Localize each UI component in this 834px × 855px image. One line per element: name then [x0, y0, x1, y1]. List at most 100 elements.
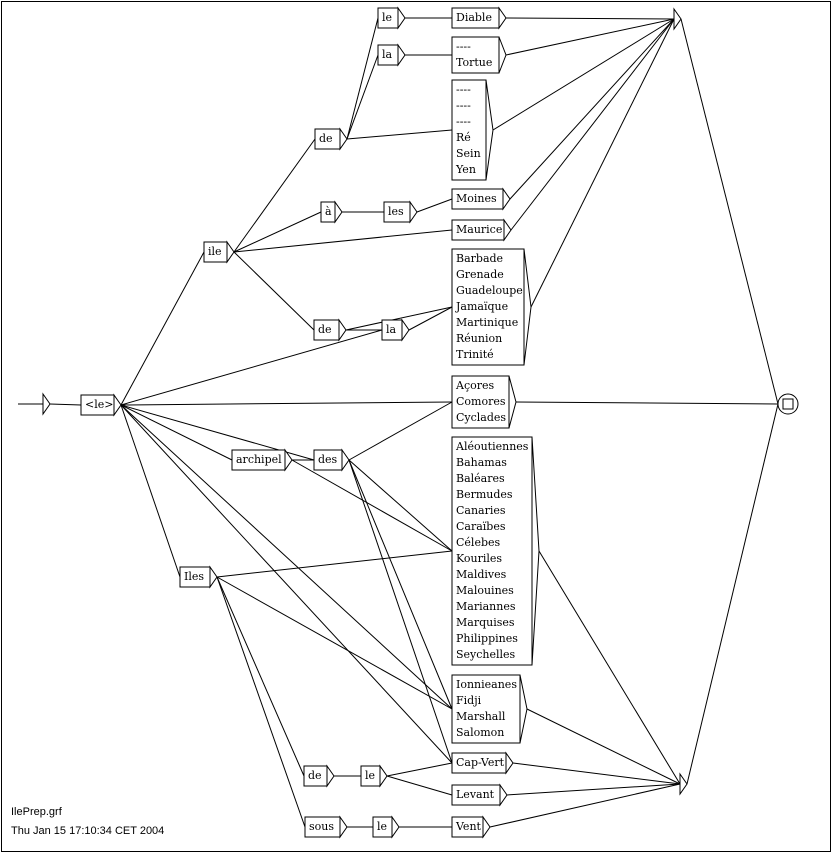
node-output-arrow — [498, 36, 507, 74]
node-label: Célebes — [456, 536, 501, 549]
node-label: Philippines — [456, 632, 518, 645]
graph-node-diable: Diable — [451, 6, 507, 30]
initial-state — [18, 392, 51, 416]
node-label: Aléoutiennes — [455, 440, 529, 453]
junction-bot — [679, 772, 688, 796]
graph-edge — [120, 404, 453, 764]
node-output-arrow — [113, 393, 122, 417]
graph-node-aleout: AléoutiennesBahamasBaléaresBermudesCanar… — [451, 436, 540, 666]
graph-edge — [120, 251, 205, 406]
graph-edge — [216, 576, 453, 710]
initial-state-arrow — [42, 392, 51, 416]
graph-node-archipel: archipel — [231, 448, 293, 472]
graph-node-de-mid: de — [313, 318, 347, 342]
node-label: Martinique — [456, 316, 518, 329]
graph-edge — [216, 550, 453, 578]
node-label: de — [319, 132, 333, 145]
node-output-arrow — [401, 318, 410, 342]
graph-edge — [686, 403, 779, 785]
node-output-arrow — [391, 815, 400, 839]
graph-edge — [506, 783, 681, 796]
node-box — [451, 674, 521, 744]
node-label: de — [318, 323, 332, 336]
node-box — [451, 436, 533, 666]
node-label: Fidji — [456, 694, 482, 707]
node-output-arrow — [397, 6, 406, 30]
node-label: Réunion — [456, 332, 502, 345]
graph-edge — [233, 251, 315, 331]
node-label: Ionnieanes — [456, 678, 517, 691]
graph-node-le-start: <le> — [80, 393, 122, 417]
junction-top — [673, 7, 682, 31]
node-label: Maurice — [456, 223, 502, 236]
graph-edge — [233, 138, 316, 253]
graph-edges — [49, 17, 779, 828]
node-label: le — [377, 820, 387, 833]
graph-edge — [408, 306, 453, 331]
graph-edge — [216, 576, 306, 828]
node-label: Canaries — [456, 504, 506, 517]
graph-edge — [346, 17, 379, 140]
graph-node-a: à — [320, 200, 343, 224]
node-output-arrow — [508, 375, 517, 429]
final-state — [777, 393, 799, 415]
node-label: Guadeloupe — [456, 284, 523, 297]
node-label: Barbade — [456, 252, 503, 265]
graph-node-le-sous: le — [372, 815, 400, 839]
graph-node-capvert: Cap-Vert — [451, 751, 514, 775]
graph-node-de-top: de — [314, 127, 348, 151]
node-label: archipel — [236, 453, 282, 466]
node-label: Trinité — [456, 348, 494, 361]
node-label: Yen — [455, 163, 476, 176]
graph-edge — [346, 129, 453, 140]
graph-edge — [509, 18, 675, 200]
node-output-arrow — [502, 187, 511, 211]
graph-edge — [348, 401, 453, 461]
node-output-arrow — [397, 43, 406, 67]
node-label: Sein — [456, 147, 481, 160]
graph-edge — [233, 211, 322, 253]
node-output-arrow — [409, 200, 418, 224]
node-label: Maldives — [456, 568, 507, 581]
node-label: Salomon — [456, 726, 504, 739]
node-output-arrow — [339, 815, 348, 839]
graph-edge — [505, 18, 675, 56]
node-label: Ré — [456, 131, 471, 144]
node-label: Açores — [455, 379, 494, 392]
node-label: de — [308, 769, 322, 782]
node-label: Bermudes — [456, 488, 513, 501]
node-output-arrow — [505, 751, 514, 775]
graph-edge — [348, 459, 453, 764]
node-label: Cap-Vert — [456, 756, 505, 769]
node-output-arrow — [531, 436, 540, 666]
graph-node-sous: sous — [304, 815, 348, 839]
node-label: Jamaïque — [455, 300, 508, 313]
graph-filename: IlePrep.grf — [11, 806, 62, 818]
node-label: la — [382, 48, 393, 61]
graph-edge — [216, 576, 305, 777]
graph-node-ile: ile — [203, 240, 235, 264]
node-label: Marshall — [456, 710, 506, 723]
node-label: ile — [208, 245, 222, 258]
node-output-arrow — [523, 248, 532, 366]
node-label: des — [318, 453, 338, 466]
graph-node-le-top: le — [377, 6, 406, 30]
node-output-arrow — [482, 815, 491, 839]
node-label: à — [325, 205, 332, 218]
node-label: les — [388, 205, 404, 218]
node-output-arrow — [226, 240, 235, 264]
graph-edge — [505, 17, 675, 20]
graph-edge — [348, 459, 453, 552]
graph-node-maurice: Maurice — [451, 218, 512, 242]
graph-edge — [291, 459, 453, 552]
node-label: le — [382, 11, 392, 24]
graph-edge — [49, 403, 82, 406]
node-output-arrow — [284, 448, 293, 472]
node-label: ---- — [456, 115, 471, 128]
graph-edge — [120, 401, 453, 406]
node-box — [451, 248, 525, 366]
node-output-arrow — [326, 764, 335, 788]
node-label: Bahamas — [456, 456, 507, 469]
